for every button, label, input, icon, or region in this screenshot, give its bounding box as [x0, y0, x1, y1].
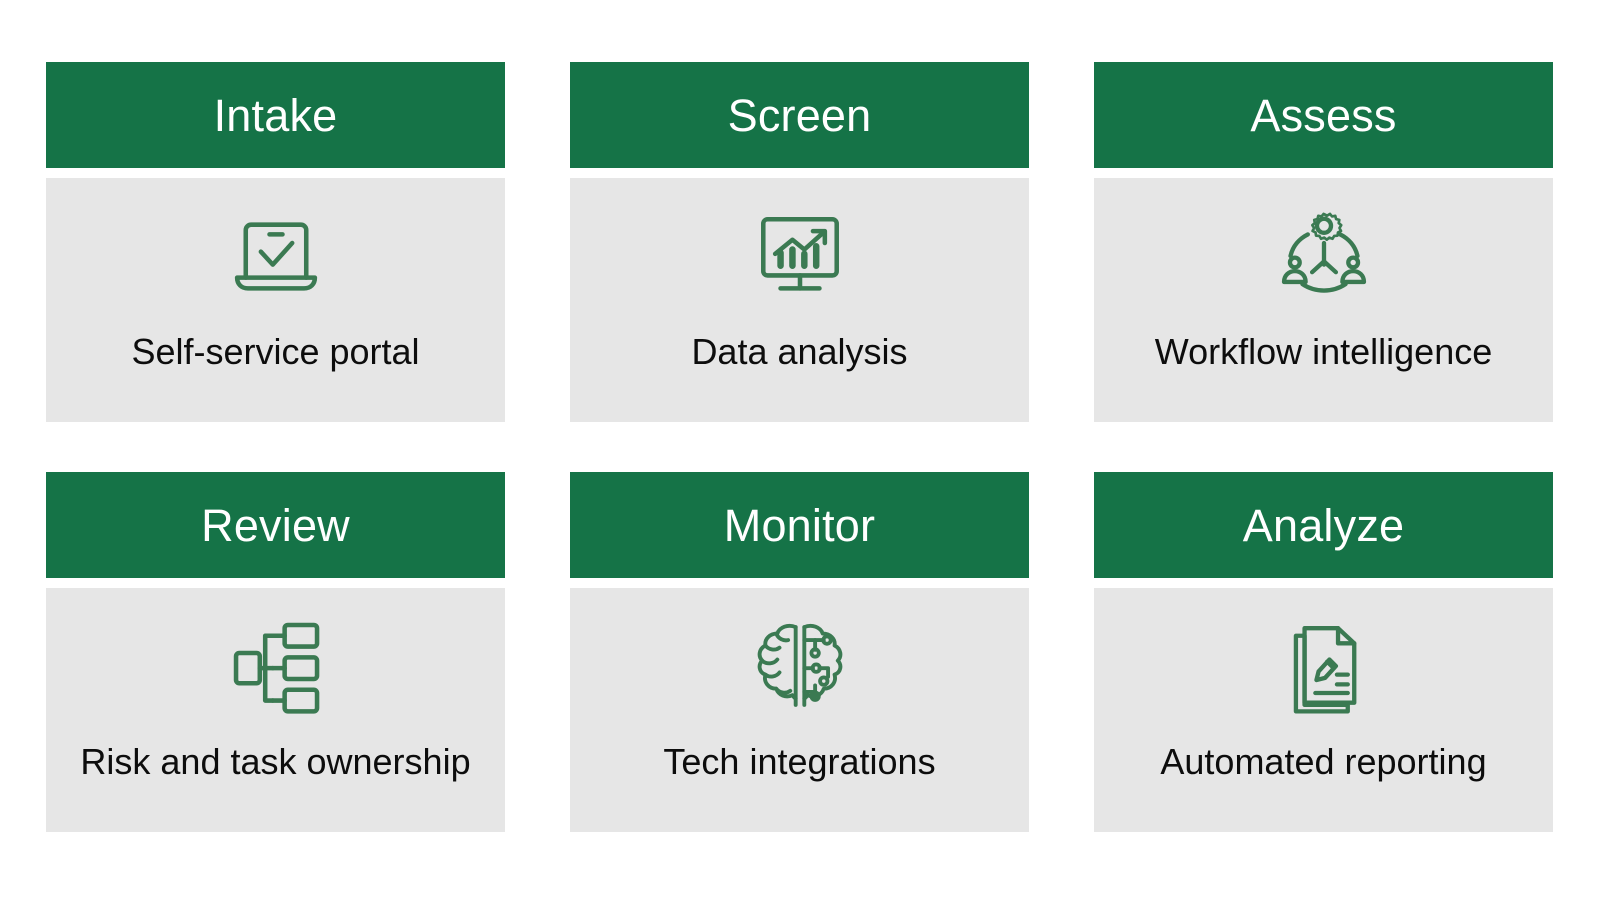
- stage-card-analyze[interactable]: Analyze Automated reporting: [1094, 472, 1553, 832]
- stage-label: Risk and task ownership: [80, 741, 471, 782]
- stage-title: Intake: [213, 89, 338, 141]
- stage-label: Workflow intelligence: [1154, 331, 1493, 372]
- stage-card-intake[interactable]: Intake Self-service portal: [46, 62, 505, 422]
- stage-body-analyze: Automated reporting: [1094, 588, 1553, 832]
- stage-body-screen: Data analysis: [570, 178, 1029, 422]
- stage-card-monitor[interactable]: Monitor: [570, 472, 1029, 832]
- stage-header-screen: Screen: [570, 62, 1029, 168]
- stage-title: Monitor: [723, 499, 876, 551]
- stage-title: Screen: [727, 89, 872, 141]
- stage-header-assess: Assess: [1094, 62, 1553, 168]
- stage-card-assess[interactable]: Assess Workflow inte: [1094, 62, 1553, 422]
- stage-header-review: Review: [46, 472, 505, 578]
- stage-label: Data analysis: [691, 331, 908, 372]
- stage-title: Review: [201, 499, 350, 551]
- monitor-chart-growth-icon: [744, 200, 856, 312]
- brain-circuit-icon: [744, 610, 856, 722]
- stage-header-intake: Intake: [46, 62, 505, 168]
- stage-body-review: Risk and task ownership: [46, 588, 505, 832]
- stage-body-assess: Workflow intelligence: [1094, 178, 1553, 422]
- process-stage-grid: Intake Self-service portal Screen: [46, 62, 1553, 832]
- stage-card-review[interactable]: Review Risk and task ownership: [46, 472, 505, 832]
- stage-body-intake: Self-service portal: [46, 178, 505, 422]
- stage-title: Assess: [1250, 89, 1397, 141]
- stage-title: Analyze: [1242, 499, 1405, 551]
- laptop-check-icon: [220, 200, 332, 312]
- gear-people-network-icon: [1268, 200, 1380, 312]
- stage-label: Automated reporting: [1160, 741, 1487, 782]
- stage-body-monitor: Tech integrations: [570, 588, 1029, 832]
- documents-pencil-icon: [1268, 610, 1380, 722]
- stage-header-analyze: Analyze: [1094, 472, 1553, 578]
- stage-header-monitor: Monitor: [570, 472, 1029, 578]
- stage-label: Self-service portal: [131, 331, 420, 372]
- stage-label: Tech integrations: [663, 741, 936, 782]
- org-hierarchy-icon: [220, 610, 332, 722]
- stage-card-screen[interactable]: Screen Data analysis: [570, 62, 1029, 422]
